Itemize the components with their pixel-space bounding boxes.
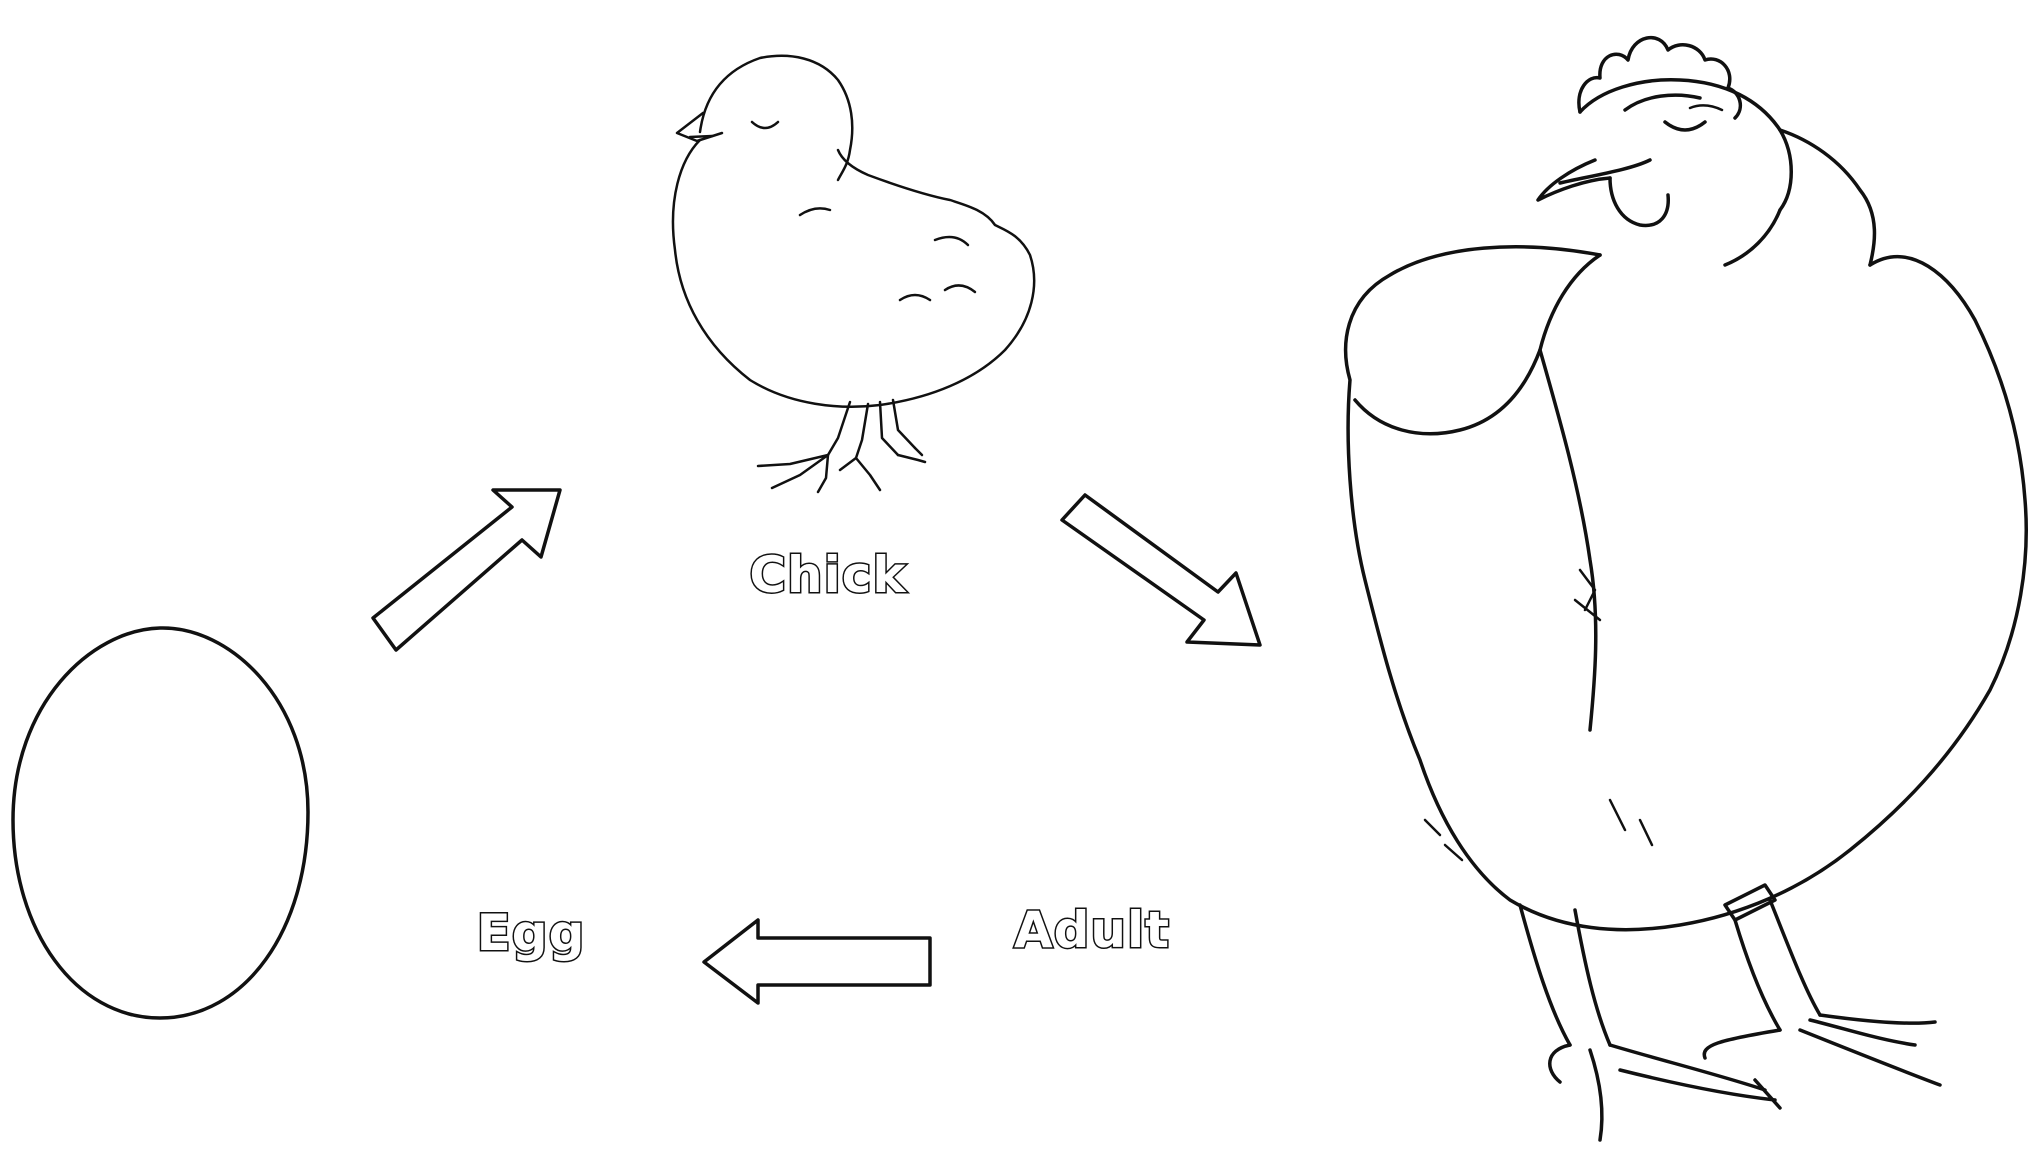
label-adult: Adult xyxy=(1014,901,1170,959)
label-chick: Chick xyxy=(749,546,907,604)
label-egg: Egg xyxy=(477,904,586,962)
chick-icon xyxy=(671,54,1036,494)
hen-icon xyxy=(1343,35,2028,1142)
arrow-adult-to-egg xyxy=(702,918,932,1005)
egg-icon xyxy=(11,626,310,1020)
arrow-egg-to-chick xyxy=(371,488,562,652)
arrow-chick-to-adult xyxy=(1060,493,1262,647)
